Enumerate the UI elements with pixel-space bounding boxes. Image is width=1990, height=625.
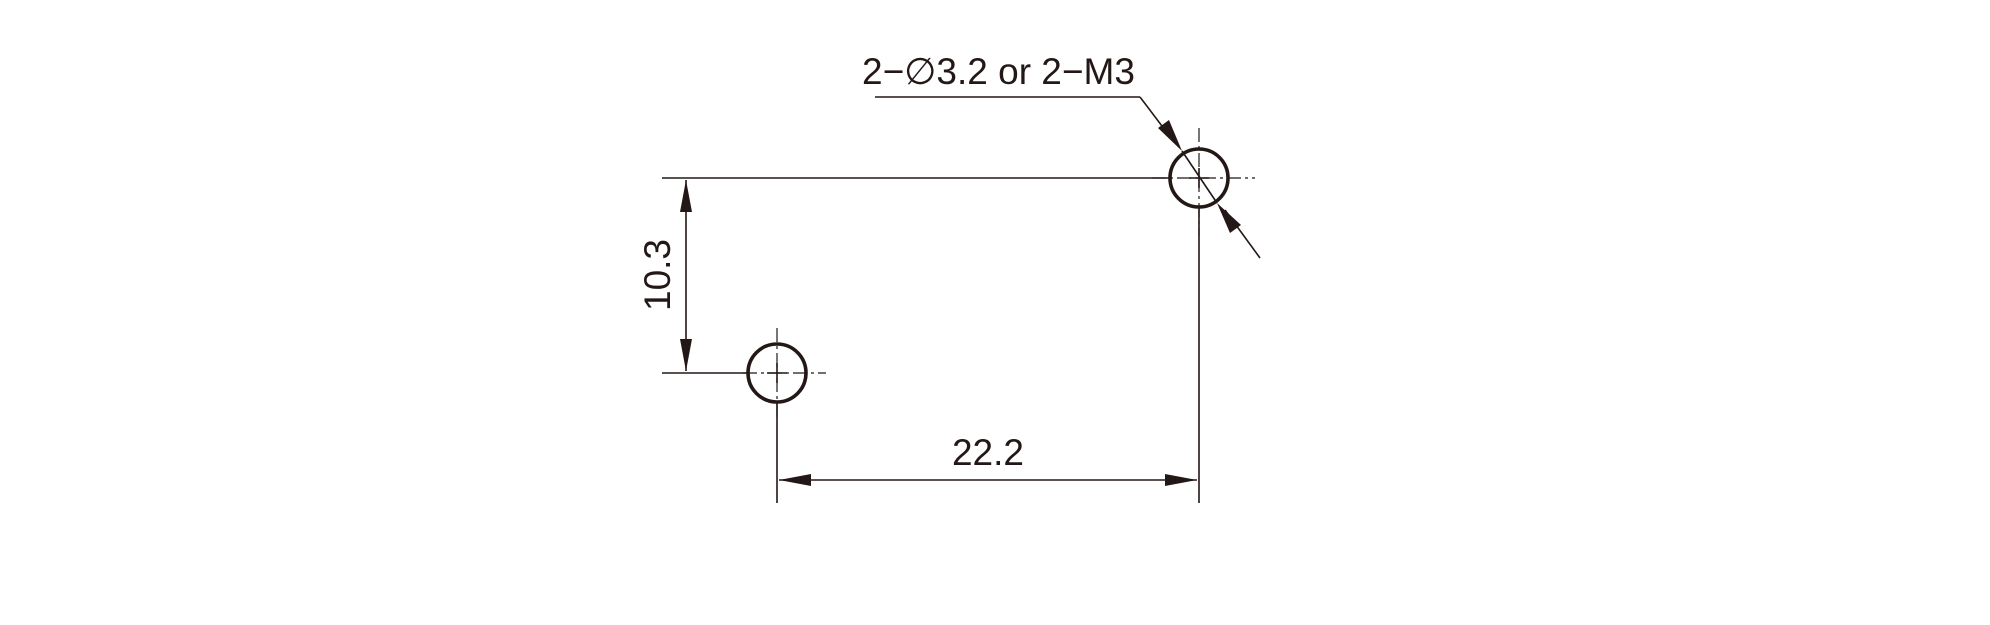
hole-lower-left bbox=[743, 328, 826, 420]
dimension-label-vertical: 10.3 bbox=[637, 239, 678, 311]
arrowhead-horizontal-right bbox=[1165, 474, 1197, 486]
leader-arrowhead-upper bbox=[1158, 120, 1182, 151]
dimension-label-horizontal: 22.2 bbox=[952, 432, 1024, 473]
hole-upper-right bbox=[1152, 128, 1255, 236]
callout-label: 2−∅3.2 or 2−M3 bbox=[862, 51, 1135, 92]
arrowhead-vertical-bottom bbox=[680, 339, 692, 371]
leader-arrowhead-lower bbox=[1217, 203, 1241, 233]
arrowhead-vertical-top bbox=[680, 180, 692, 212]
arrowhead-horizontal-left bbox=[779, 474, 811, 486]
